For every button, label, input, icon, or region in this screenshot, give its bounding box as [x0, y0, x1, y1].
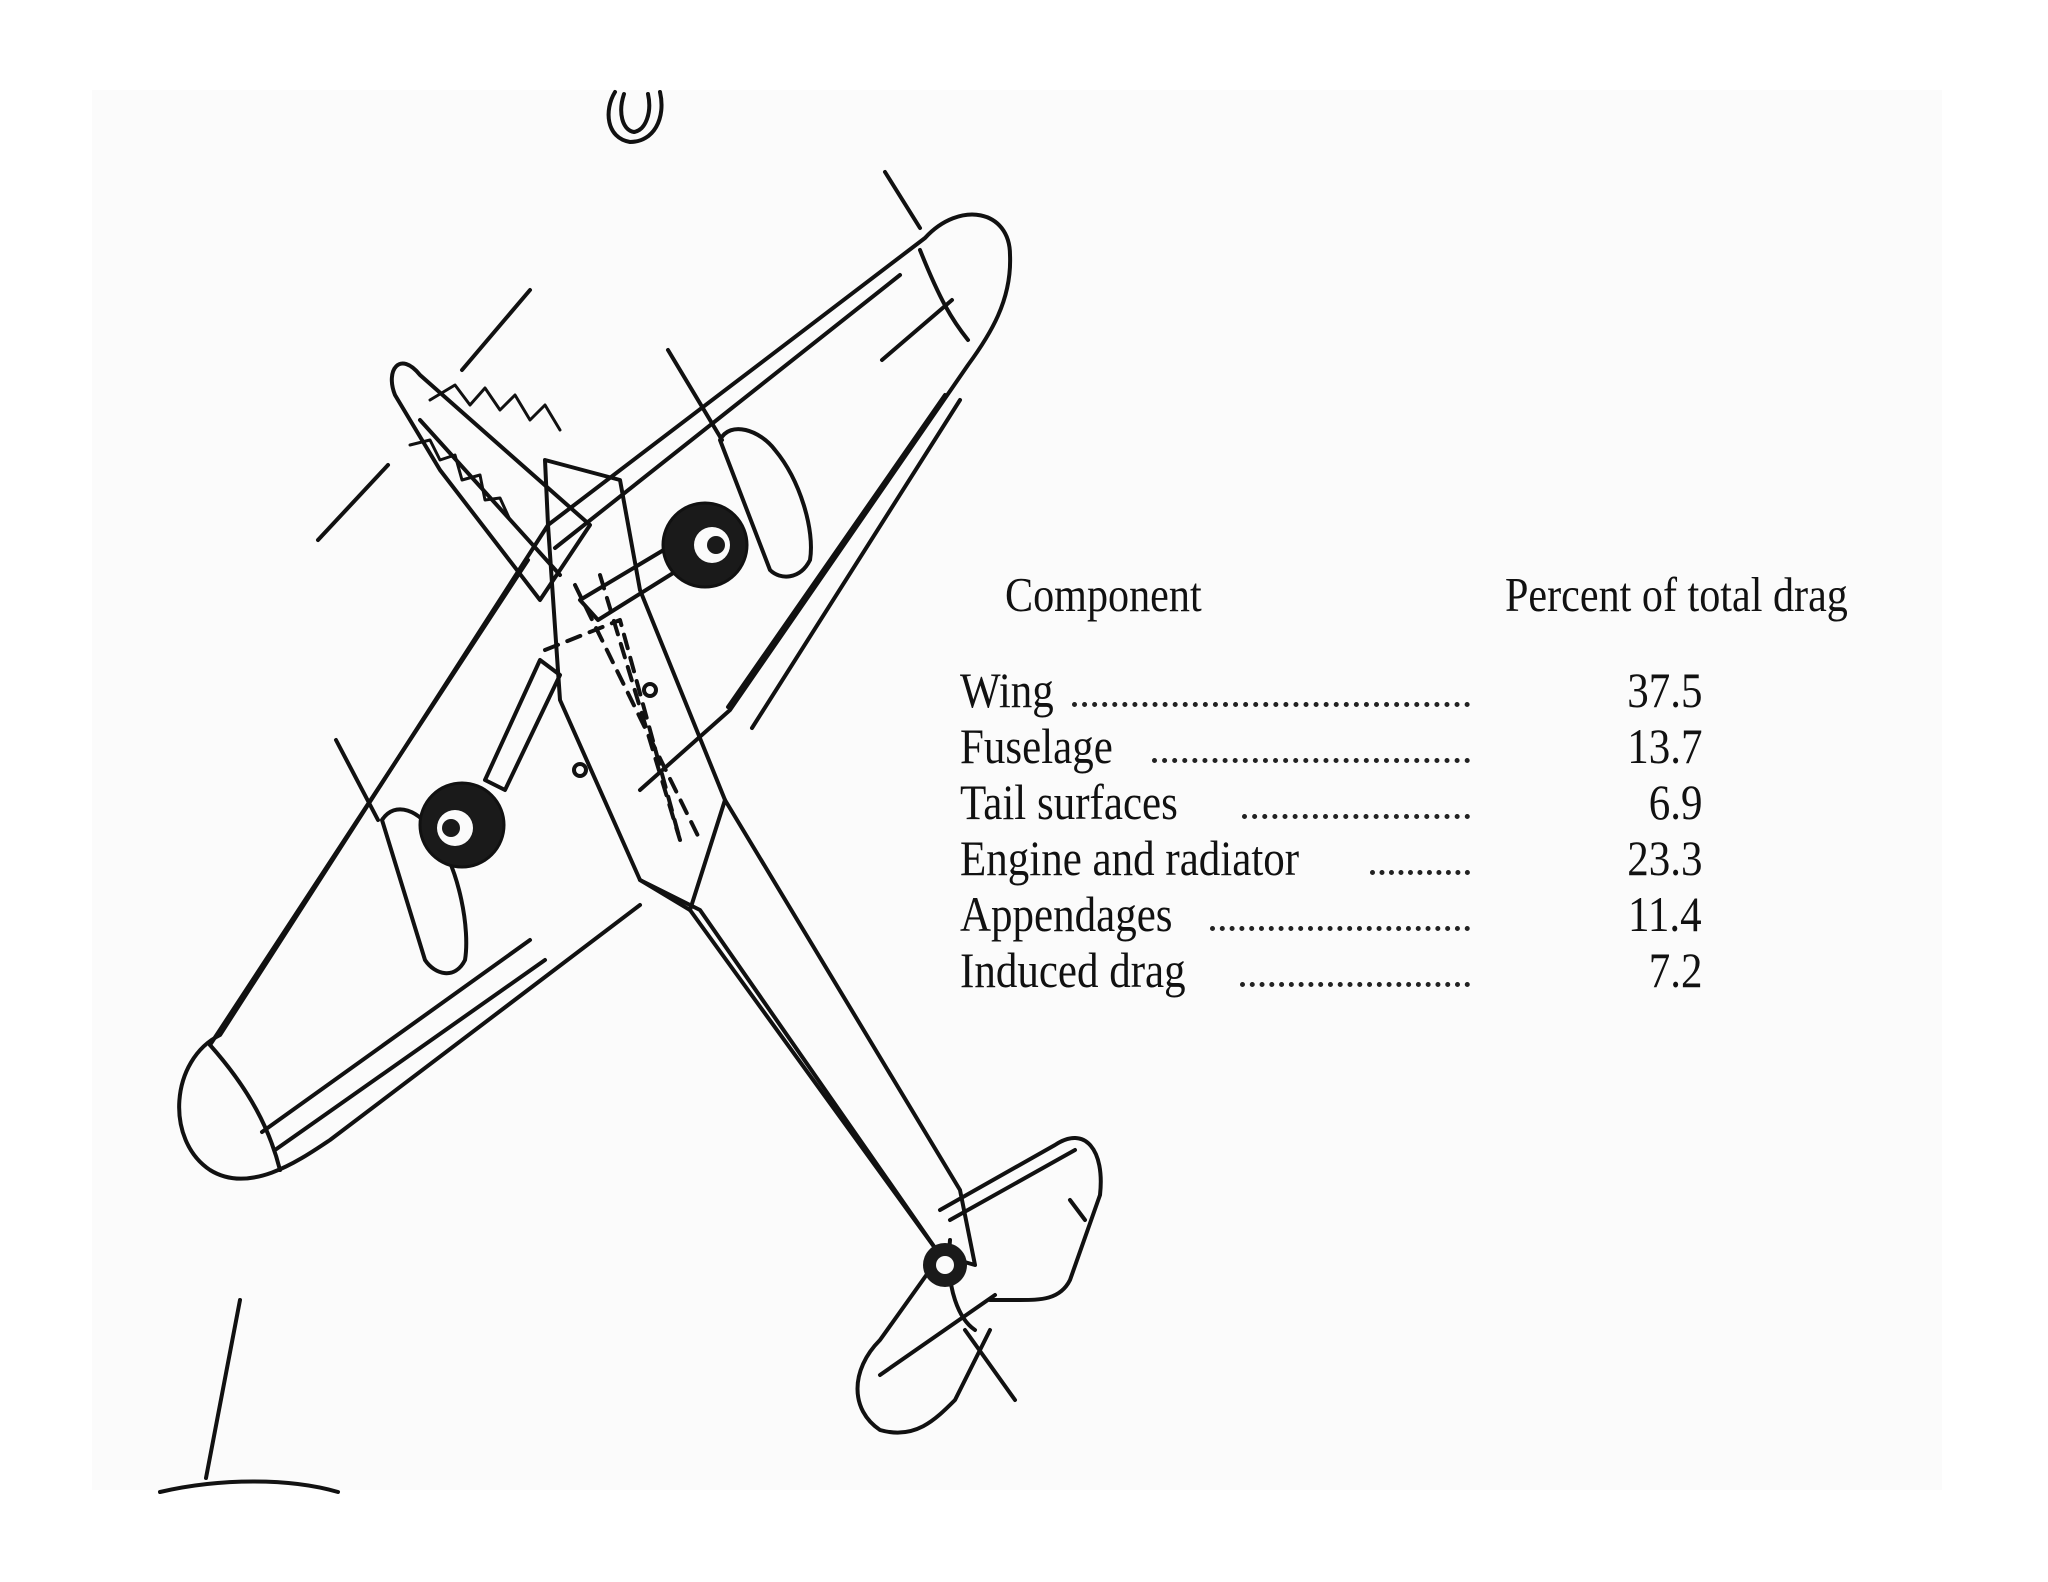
- table-row: Appendages 11.4: [960, 886, 1720, 942]
- percent-value: 23.3: [1626, 830, 1702, 886]
- dot-leader: [1370, 870, 1470, 875]
- propeller-blade-upper: [666, 348, 724, 442]
- tailplane: [938, 1136, 1103, 1302]
- dot-leader: [1210, 926, 1470, 931]
- table-row: Engine and radiator 23.3: [960, 830, 1720, 886]
- component-label: Appendages: [960, 886, 1173, 942]
- percent-value: 37.5: [1626, 662, 1702, 718]
- component-label: Tail surfaces: [960, 774, 1178, 830]
- table-row: Fuselage 13.7: [960, 718, 1720, 774]
- projection-line-lower: [204, 1298, 242, 1480]
- projection-line-upper: [316, 463, 390, 542]
- wing-left: [177, 523, 642, 1181]
- table-row: Tail surfaces 6.9: [960, 774, 1720, 830]
- scan-background: [92, 90, 1942, 1490]
- strut-lower: [483, 658, 562, 792]
- column-header-component: Component: [1005, 567, 1202, 622]
- rudder: [963, 1328, 1017, 1402]
- roundel-fuselage: [923, 1243, 967, 1287]
- nacelle-lower: [380, 807, 469, 976]
- propeller-blade-lower: [334, 738, 380, 822]
- projection-line-upper-2: [460, 288, 532, 372]
- percent-value: 7.2: [1648, 942, 1702, 998]
- ring-mark: [606, 90, 664, 144]
- component-label: Engine and radiator: [960, 830, 1300, 886]
- wing-right: [546, 212, 1013, 792]
- roundel-lower-wing: [418, 781, 506, 869]
- component-label: Induced drag: [960, 942, 1186, 998]
- table-row: Wing 37.5: [960, 662, 1720, 718]
- percent-value: 11.4: [1628, 886, 1702, 942]
- ground-arc: [158, 1479, 340, 1494]
- engine-cowl: [389, 361, 592, 602]
- percent-value: 13.7: [1626, 718, 1702, 774]
- column-header-percent: Percent of total drag: [1505, 567, 1848, 622]
- dot-leader: [1242, 814, 1470, 819]
- ring-mark-inner: [619, 92, 652, 134]
- fuselage: [543, 458, 977, 1267]
- nacelle-upper: [718, 427, 813, 579]
- component-label: Wing: [960, 662, 1054, 718]
- percent-value: 6.9: [1648, 774, 1702, 830]
- dot-leader: [1240, 982, 1470, 987]
- table-row: Induced drag 7.2: [960, 942, 1720, 998]
- component-label: Fuselage: [960, 718, 1113, 774]
- dot-leader: [1072, 702, 1470, 707]
- dot-leader: [1152, 758, 1470, 763]
- roundel-upper-wing: [661, 501, 749, 589]
